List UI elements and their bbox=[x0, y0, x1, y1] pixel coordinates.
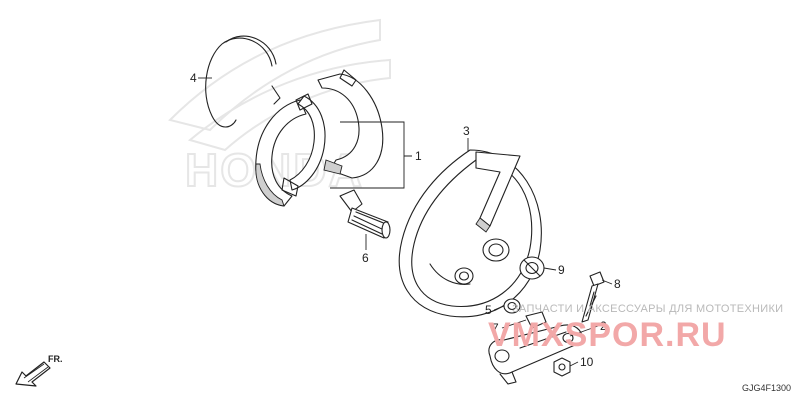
callout-1: 1 bbox=[415, 149, 422, 163]
callout-6: 6 bbox=[362, 251, 369, 265]
brake-arm-part bbox=[488, 324, 583, 385]
nut-part bbox=[553, 357, 571, 377]
callout-4: 4 bbox=[190, 71, 197, 85]
callout-7: 7 bbox=[492, 321, 499, 335]
callout-labels: 4 1 3 6 9 8 5 7 2 10 bbox=[190, 71, 621, 369]
bushing-part bbox=[519, 256, 545, 280]
drawing-code: GJG4F1300 bbox=[742, 383, 791, 393]
callout-9: 9 bbox=[558, 263, 565, 277]
spring-ring-part bbox=[205, 35, 281, 128]
brake-panel-part bbox=[398, 149, 542, 318]
watermark-logo: VMXSPOR.RU bbox=[488, 316, 727, 354]
wear-indicator-part bbox=[525, 311, 547, 329]
brake-cam-part bbox=[339, 189, 391, 239]
callout-3: 3 bbox=[463, 124, 470, 138]
callout-10: 10 bbox=[580, 355, 594, 369]
callout-2: 2 bbox=[600, 319, 607, 333]
bolt-part bbox=[581, 271, 605, 323]
front-arrow-icon bbox=[15, 361, 51, 387]
brake-shoes-part bbox=[255, 69, 384, 207]
front-arrow-label: FR. bbox=[48, 354, 63, 364]
callout-5: 5 bbox=[485, 303, 492, 317]
callout-8: 8 bbox=[614, 277, 621, 291]
watermark: ЗАПЧАСТИ И АКСЕССУАРЫ ДЛЯ МОТОТЕХНИКИ VM… bbox=[488, 303, 783, 354]
leader-lines bbox=[198, 77, 613, 367]
front-direction-indicator: FR. bbox=[15, 354, 63, 387]
watermark-caption: ЗАПЧАСТИ И АКСЕССУАРЫ ДЛЯ МОТОТЕХНИКИ bbox=[512, 303, 783, 315]
